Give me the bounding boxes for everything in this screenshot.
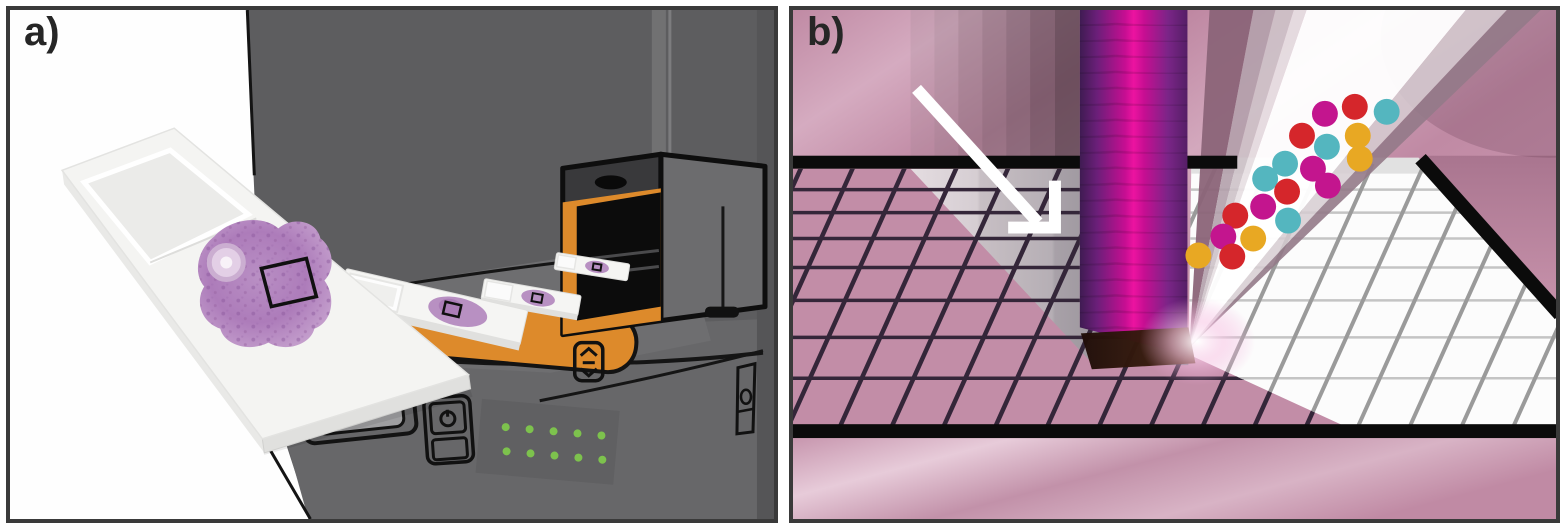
roi-marker <box>441 300 463 319</box>
panel-a-label: a) <box>24 10 60 54</box>
panel-b-label: b) <box>807 10 845 54</box>
eject-button <box>572 340 605 383</box>
particle-yellow <box>1344 122 1371 149</box>
led-lights <box>501 423 607 464</box>
screw-icon <box>739 388 753 406</box>
slot-top-vent <box>594 175 627 190</box>
particle-teal <box>1373 98 1400 125</box>
slide-slot <box>560 151 768 338</box>
particle-teal <box>1272 150 1299 177</box>
roi-marker <box>530 291 544 304</box>
foreground-tissue <box>793 438 1556 519</box>
particle-magenta <box>1300 155 1326 182</box>
tissue-spot <box>585 260 609 274</box>
status-led <box>598 455 607 464</box>
machine-edge <box>245 10 256 176</box>
particle-magenta <box>1314 172 1341 199</box>
roi-marker <box>591 262 603 272</box>
chevron-down-icon <box>579 367 598 378</box>
particle-magenta <box>1210 223 1237 250</box>
particle-magenta <box>1250 193 1277 220</box>
status-led <box>526 449 535 458</box>
slide-small-2 <box>480 278 582 321</box>
laser-beam <box>1079 10 1188 356</box>
laser-glow <box>1139 297 1256 386</box>
direction-arrow <box>912 84 1061 234</box>
particle-yellow <box>1185 242 1212 269</box>
particle-red <box>1341 93 1368 120</box>
particle-yellow <box>1346 145 1373 172</box>
panel-a: a) <box>6 6 778 523</box>
frosted-label-area <box>79 147 253 266</box>
slide-small-3 <box>553 252 631 282</box>
roi-marker <box>259 256 319 309</box>
chevron-up-icon <box>579 346 598 357</box>
particle-yellow <box>1240 225 1267 252</box>
particle-red <box>1274 178 1301 205</box>
status-led <box>573 429 582 438</box>
particle-red <box>1289 122 1315 149</box>
particle-magenta <box>1311 100 1338 127</box>
status-led <box>502 447 511 456</box>
side-plate <box>735 361 757 436</box>
status-led <box>597 431 606 440</box>
status-led <box>501 423 510 432</box>
led-panel <box>475 398 620 485</box>
particle-teal <box>1275 207 1302 234</box>
panel-b-illustration <box>793 10 1556 519</box>
slide-large <box>60 127 473 455</box>
panel-b: b) <box>789 6 1560 523</box>
tissue-spot <box>521 289 555 307</box>
ghost-stripes <box>910 10 1080 157</box>
panel-a-illustration <box>10 10 774 519</box>
particle-teal <box>1252 165 1279 192</box>
particle-layer <box>1185 93 1400 270</box>
particle-teal <box>1313 133 1340 160</box>
surface-edges <box>793 154 1556 439</box>
particle-red <box>1222 202 1249 229</box>
status-led <box>550 451 559 460</box>
particle-red <box>1219 243 1246 270</box>
status-led <box>525 425 534 434</box>
status-led <box>574 453 583 462</box>
status-led <box>549 427 558 436</box>
